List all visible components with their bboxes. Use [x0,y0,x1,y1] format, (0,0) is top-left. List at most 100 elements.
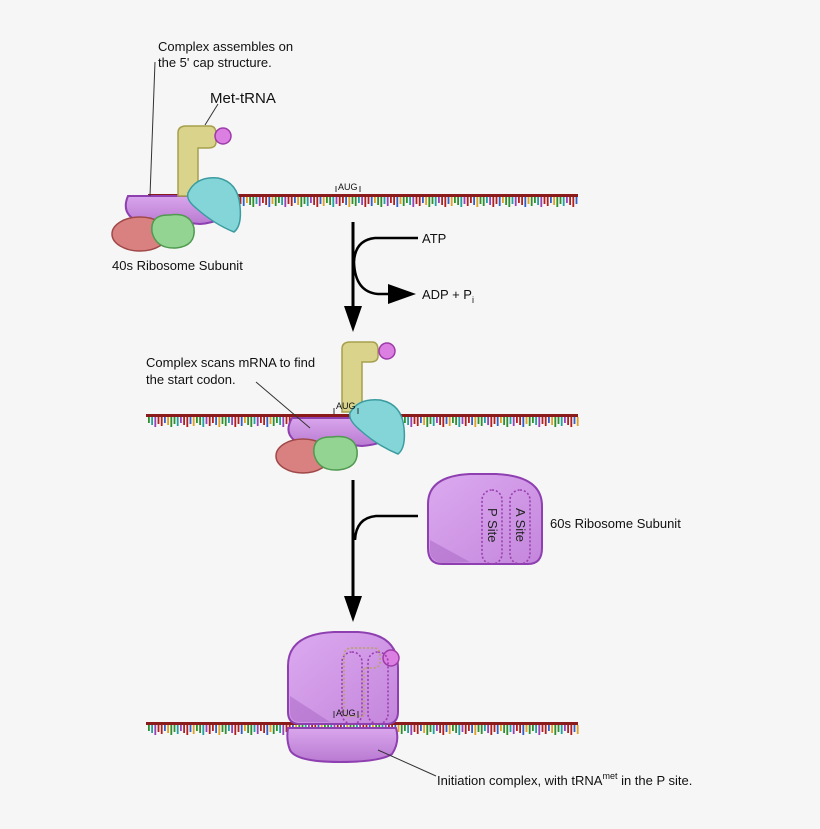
mrna-base [287,197,290,204]
mrna-base [525,725,528,732]
p-site-outline-assembled [341,651,363,725]
mrna-base [535,725,537,733]
mrna-base [557,417,560,424]
mrna-base [250,417,253,427]
mrna-base [521,197,523,205]
mrna-base [544,417,547,426]
mrna-base [154,417,157,427]
mrna-base [266,417,269,427]
mrna-base [460,197,463,207]
mrna-base [508,197,511,207]
mrna-base [186,417,189,427]
mrna-base [157,417,160,424]
mrna-base [564,417,566,423]
mrna-base [351,197,354,204]
mrna-base [506,725,509,735]
mrna-base [442,725,445,735]
mrna-base [477,417,480,424]
mrna-base [377,197,379,205]
mrna-base [471,417,473,425]
mrna-base [452,725,454,731]
initiation-complex [286,631,400,764]
mrna-base [534,197,536,203]
mrna-base [262,197,264,203]
aug-label-2: AUG [336,401,356,411]
initiation-factor-green-scanning [313,435,358,471]
mrna-base [242,197,245,206]
mrna-base [506,417,509,427]
p-site-outline [481,489,503,565]
mrna-base [294,197,296,203]
mrna-base [374,197,376,203]
mrna-base [164,725,166,731]
mrna-base [271,197,274,204]
ribosome-60s-subunit: P Site A Site [427,473,543,565]
mrna-base [246,197,248,203]
mrna-base [416,417,419,426]
mrna-base [221,417,224,424]
methionine-ball [214,127,232,145]
mrna-base [400,725,403,734]
mrna-base [493,725,496,732]
mrna-base [176,725,179,734]
mrna-base [263,417,265,425]
mrna-base [196,725,198,731]
mrna-base [516,725,518,731]
mrna-base [386,197,389,206]
methionine-ball-scanning [378,342,396,360]
mrna-base [282,417,285,427]
mrna-base [530,197,533,206]
mrna-base [274,197,277,206]
mrna-base [567,417,569,425]
mrna-base [285,417,288,424]
mrna-base [205,417,208,424]
mrna-base [557,725,560,732]
mrna-base [543,197,546,204]
mrna-base [404,417,406,423]
mrna-base [468,725,470,731]
mrna-base [285,725,288,732]
mrna-base [160,417,163,426]
mrna-base [358,197,360,203]
mrna-base [173,417,176,424]
mrna-base [279,725,281,733]
mrna-base [575,197,578,204]
mrna-base [252,197,255,207]
mrna-base [470,197,472,203]
mrna-base [474,417,477,427]
scan-label-line2: the start codon. [146,372,236,387]
mrna-base [269,725,272,732]
mrna-base [502,197,504,203]
mrna-base [306,197,309,206]
mrna-base [212,725,214,731]
scanning-complex [275,341,406,474]
mrna-base [212,417,214,423]
mrna-base [224,725,227,734]
mrna-base [409,197,411,205]
mrna-base [463,197,466,204]
mrna-base [208,725,211,734]
mrna-base [160,725,163,734]
mrna-base [345,197,347,205]
mrna-base [412,197,415,207]
mrna-base [426,417,429,427]
methionine-ball-initiation [382,649,400,667]
mrna-base [457,197,459,205]
mrna-base [512,417,515,426]
mrna-base [431,197,434,204]
a-site-label: A Site [513,508,528,542]
mrna-base [256,417,259,426]
mrna-base [416,725,419,734]
mrna-base [255,197,258,204]
mrna-base [566,197,568,203]
mrna-base [164,417,166,423]
mrna-base [438,197,440,203]
mrna-base [441,197,443,205]
mrna-base [554,725,557,735]
mrna-base [432,725,435,734]
mrna-base [208,417,211,426]
mrna-base [151,725,153,733]
mrna-base [487,417,489,425]
mrna-base [538,725,541,735]
mrna-base [486,197,488,203]
